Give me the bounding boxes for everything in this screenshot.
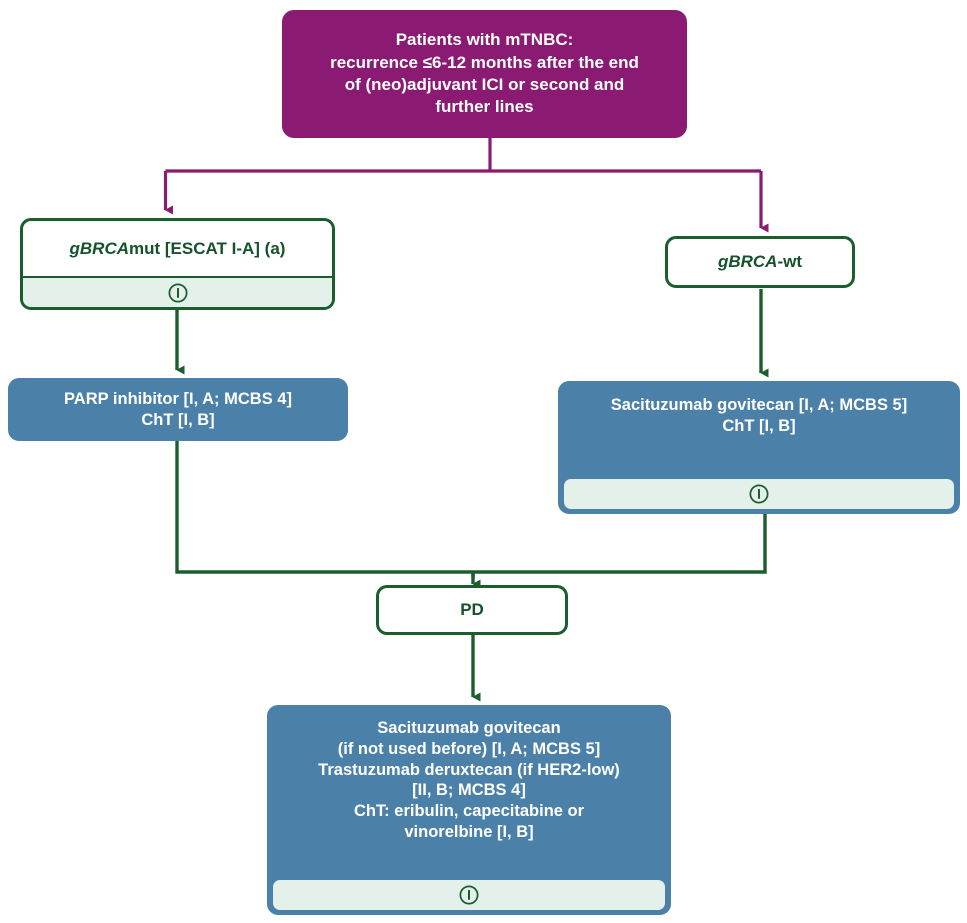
pd-label: PD: [460, 600, 484, 619]
parp-line-2: ChT [I, B]: [141, 410, 215, 429]
node-gbrca-wt[interactable]: gBRCA-wt: [665, 236, 855, 288]
sacituzumab-first-line-2: ChT [I, B]: [722, 416, 796, 435]
info-circle-icon[interactable]: [748, 483, 770, 505]
later-lines-line-5: ChT: eribulin, capecitabine or: [353, 802, 585, 821]
gbrca-mut-label: gBRCAmut [ESCAT I-A] (a): [23, 221, 332, 276]
later-lines-line-2: (if not used before) [I, A; MCBS 5]: [337, 739, 601, 758]
info-circle-icon[interactable]: [458, 884, 480, 906]
node-later-lines-options[interactable]: Sacituzumab govitecan (if not used befor…: [267, 705, 671, 915]
node-patients-with-mtnbc[interactable]: Patients with mTNBC: recurrence ≤6-12 mo…: [282, 10, 687, 138]
later-lines-text: Sacituzumab govitecan (if not used befor…: [271, 709, 667, 880]
gbrca-mut-gene: gBRCA: [69, 238, 130, 258]
later-lines-line-3: Trastuzumab deruxtecan (if HER2-low): [318, 760, 620, 779]
later-lines-info-bar[interactable]: [273, 880, 665, 910]
gbrca-wt-gene: gBRCA: [717, 252, 778, 271]
header-line-3: of (neo)adjuvant ICI or second and: [344, 75, 625, 94]
gbrca-wt-rest: -wt: [777, 252, 803, 271]
parp-line-1: PARP inhibitor [I, A; MCBS 4]: [64, 389, 292, 408]
sacituzumab-first-info-bar[interactable]: [564, 479, 954, 509]
gbrca-mut-rest: mut [ESCAT I-A] (a): [129, 238, 286, 258]
parp-text: PARP inhibitor [I, A; MCBS 4] ChT [I, B]: [12, 382, 344, 437]
gbrca-wt-label: gBRCA-wt: [668, 239, 852, 285]
node-gbrca-mut[interactable]: gBRCAmut [ESCAT I-A] (a): [20, 218, 335, 310]
later-lines-line-4: [II, B; MCBS 4]: [412, 781, 526, 800]
node-sacituzumab-govitecan-first-line[interactable]: Sacituzumab govitecan [I, A; MCBS 5] ChT…: [558, 381, 960, 514]
gbrca-mut-info-bar[interactable]: [23, 276, 332, 307]
node-parp-inhibitor[interactable]: PARP inhibitor [I, A; MCBS 4] ChT [I, B]: [8, 378, 348, 441]
sacituzumab-first-line-1: Sacituzumab govitecan [I, A; MCBS 5]: [610, 396, 908, 414]
later-lines-line-1: Sacituzumab govitecan: [377, 719, 561, 737]
node-progressive-disease[interactable]: PD: [376, 585, 568, 635]
header-line-4: further lines: [435, 97, 534, 117]
later-lines-line-6: vinorelbine [I, B]: [404, 822, 534, 841]
info-circle-icon[interactable]: [167, 282, 189, 304]
header-line-1: Patients with mTNBC:: [395, 30, 574, 50]
sacituzumab-first-text: Sacituzumab govitecan [I, A; MCBS 5] ChT…: [562, 385, 956, 479]
header-line-2: recurrence ≤6-12 months after the end: [330, 52, 639, 72]
